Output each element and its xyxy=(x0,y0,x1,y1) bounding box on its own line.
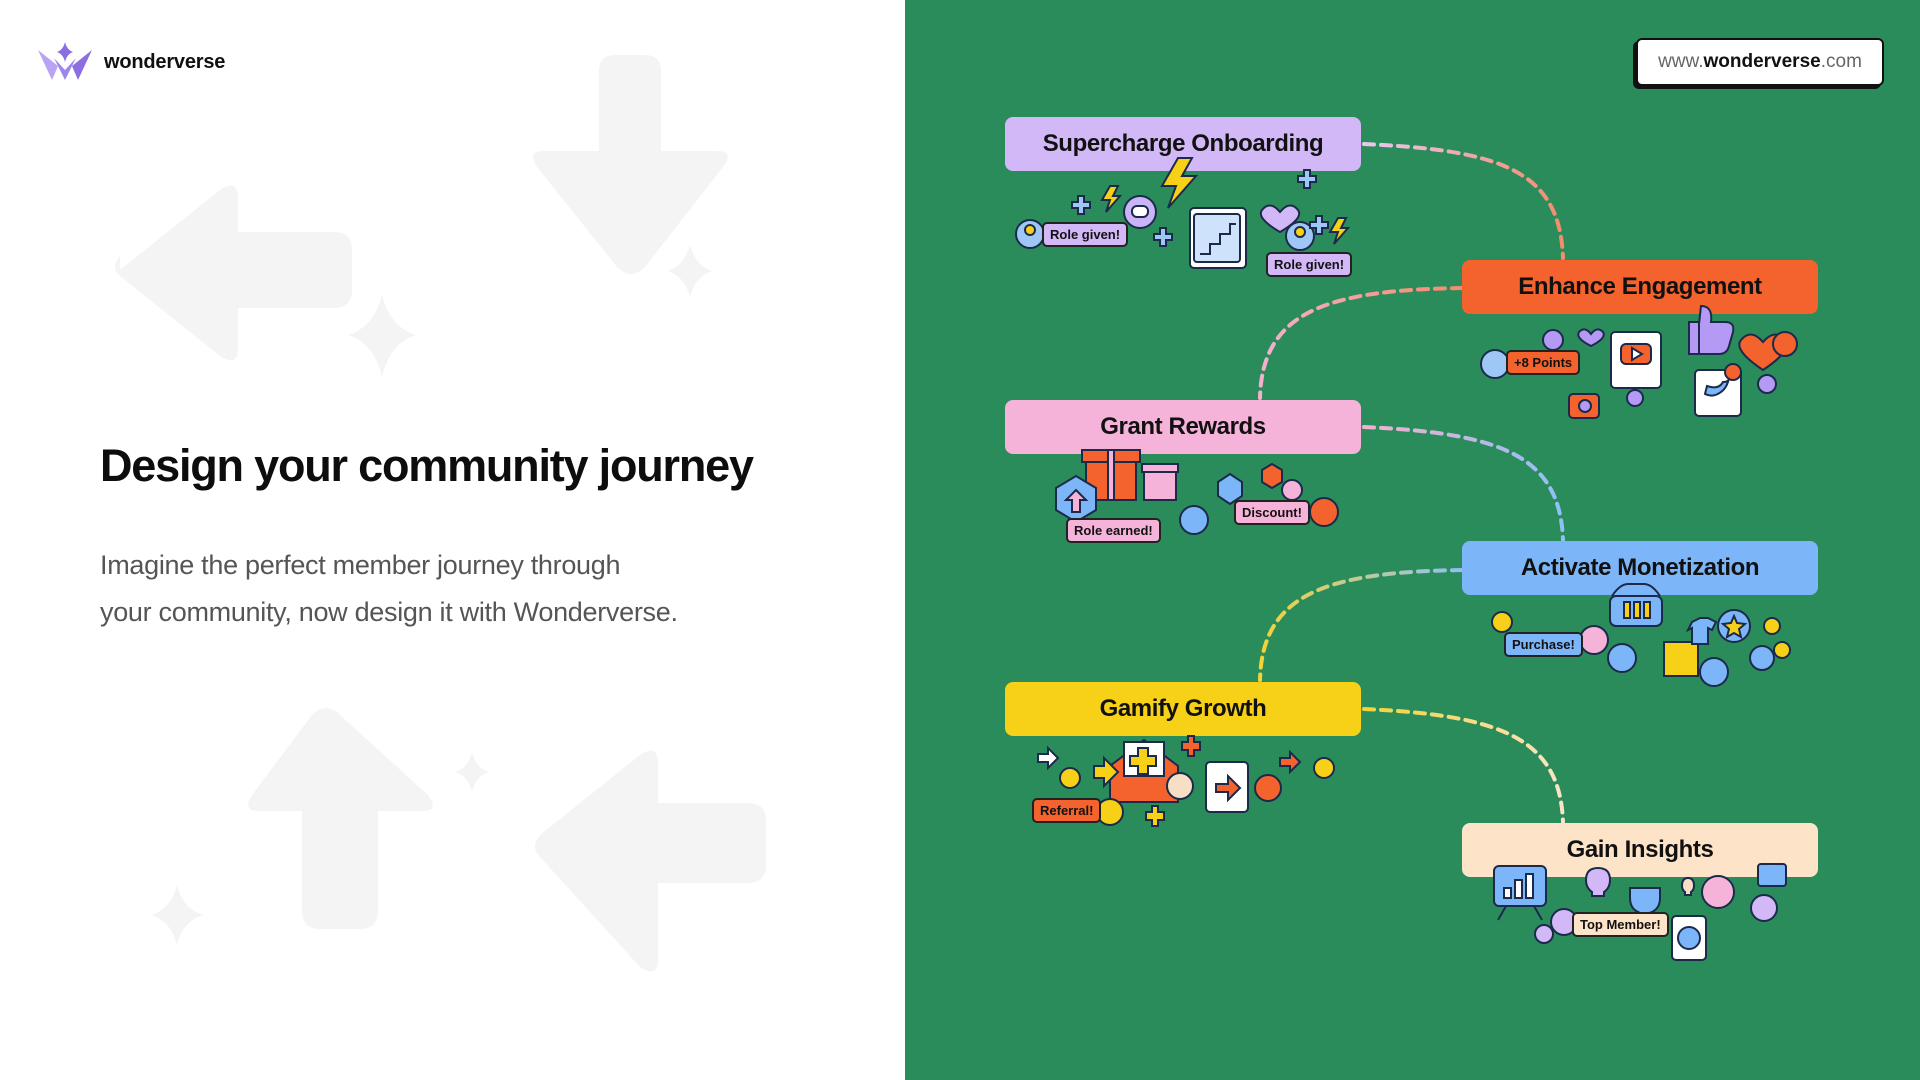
percent-icon xyxy=(1179,505,1209,535)
arrow-down-decor-icon xyxy=(533,55,728,274)
gift-icon xyxy=(1143,469,1177,501)
plus-icon xyxy=(1145,805,1165,827)
subtitle-line-2: your community, now design it with Wonde… xyxy=(100,597,678,627)
page-subtitle: Imagine the perfect member journey throu… xyxy=(100,542,800,636)
step-gamify-growth[interactable]: Gamify Growth xyxy=(1005,682,1361,736)
plus-icon xyxy=(1071,195,1091,215)
coin-icon xyxy=(1491,611,1513,633)
tag-role-given: Role given! xyxy=(1042,222,1129,247)
arrow-up-decor-icon xyxy=(248,708,433,929)
background-decoration xyxy=(115,55,766,972)
step-enhance-engagement[interactable]: Enhance Engagement xyxy=(1462,260,1818,314)
arrow-left-decor-icon xyxy=(115,185,352,361)
user-icon xyxy=(1772,331,1798,357)
brand-logo[interactable]: wonderverse xyxy=(36,40,225,84)
shirt-icon xyxy=(1685,617,1718,645)
subtitle-line-1: Imagine the perfect member journey throu… xyxy=(100,550,621,580)
insights-illustration xyxy=(1493,863,1787,961)
bulb-icon xyxy=(1584,866,1612,897)
user-icon xyxy=(1309,497,1339,527)
tag-discount: Discount! xyxy=(1234,500,1310,525)
step-grant-rewards[interactable]: Grant Rewards xyxy=(1005,400,1361,454)
connector-4 xyxy=(1258,568,1464,682)
brand-name: wonderverse xyxy=(104,50,226,73)
gift-icon xyxy=(1663,641,1699,677)
url-suffix: .com xyxy=(1820,51,1862,72)
growth-illustration xyxy=(1037,735,1335,827)
tag-points: +8 Points xyxy=(1506,350,1581,375)
connector-1 xyxy=(1362,142,1565,260)
connector-3 xyxy=(1362,425,1565,542)
check-icon xyxy=(1534,924,1554,944)
step-label: Gain Insights xyxy=(1566,836,1714,863)
left-panel: wonderverse Design your community journe… xyxy=(0,0,905,1080)
connector-2 xyxy=(1258,286,1464,400)
page-title: Design your community journey xyxy=(100,440,754,491)
engagement-illustration xyxy=(1480,304,1798,419)
nft-icon xyxy=(1217,472,1243,506)
step-label: Grant Rewards xyxy=(1100,413,1266,440)
star-icon xyxy=(1757,863,1787,887)
user-icon xyxy=(1749,645,1775,671)
badge-icon xyxy=(1261,462,1283,490)
percent-icon xyxy=(1607,643,1637,673)
tag-role-given: Role given! xyxy=(1266,252,1353,277)
url-prefix: www. xyxy=(1658,51,1704,72)
coin-icon xyxy=(1059,767,1081,789)
user-icon xyxy=(1166,772,1194,800)
step-label: Activate Monetization xyxy=(1520,554,1760,581)
tag-top-member: Top Member! xyxy=(1572,912,1669,937)
thumbs-up-icon xyxy=(1698,304,1735,355)
trophy-icon xyxy=(1629,887,1661,916)
step-label: Gamify Growth xyxy=(1099,695,1267,722)
onboarding-illustration xyxy=(1015,157,1351,269)
basket-icon xyxy=(1611,583,1661,597)
tag-role-earned: Role earned! xyxy=(1066,518,1161,543)
tag-purchase: Purchase! xyxy=(1504,632,1583,657)
rewards-illustration xyxy=(1055,449,1339,535)
arrow-left-decor-icon xyxy=(535,750,766,972)
step-activate-monetization[interactable]: Activate Monetization xyxy=(1462,541,1818,595)
website-url-badge[interactable]: www.wonderverse.com xyxy=(1636,38,1884,86)
sparkle-decor-icon xyxy=(348,295,416,377)
user-icon xyxy=(1750,894,1778,922)
url-domain: wonderverse xyxy=(1703,51,1821,72)
arrow-right-icon xyxy=(1037,745,1060,771)
connector-5 xyxy=(1362,707,1565,824)
user-icon xyxy=(1579,625,1609,655)
logo-mark-icon xyxy=(38,42,92,80)
user-icon xyxy=(1254,774,1282,802)
step-label: Supercharge Onboarding xyxy=(1042,130,1324,157)
star-icon xyxy=(1542,329,1564,351)
tag-referral: Referral! xyxy=(1032,798,1102,823)
crown-icon xyxy=(1701,875,1735,909)
user-icon xyxy=(1480,349,1510,379)
star-icon xyxy=(1281,479,1303,501)
step-label: Enhance Engagement xyxy=(1518,273,1762,300)
percent-icon xyxy=(1699,657,1729,687)
lightning-icon xyxy=(1160,157,1199,209)
heart-icon xyxy=(1259,204,1301,234)
